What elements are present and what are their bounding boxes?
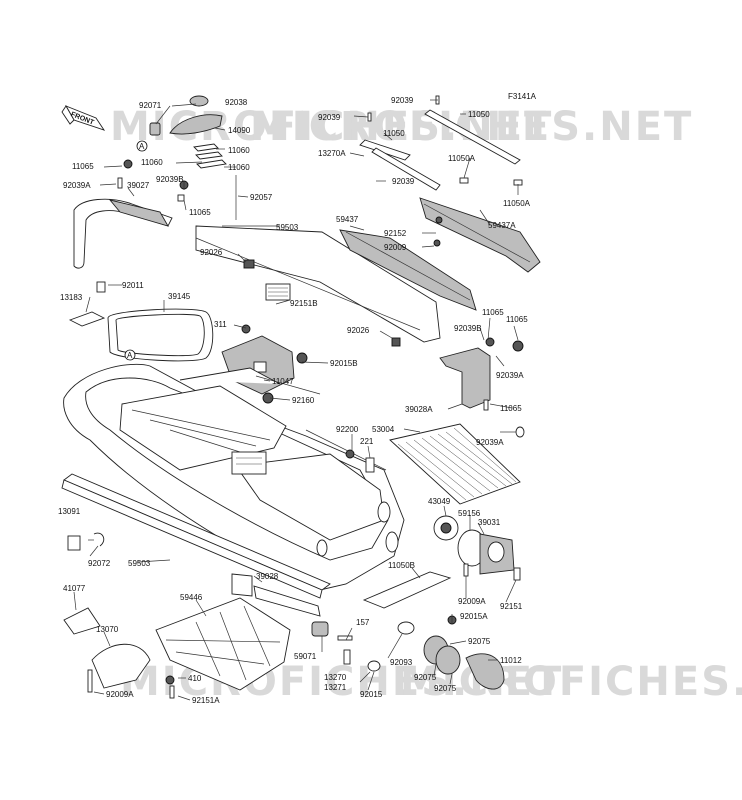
part-label: 59446	[180, 593, 203, 602]
part-label: 92075	[434, 684, 457, 693]
svg-text:A: A	[127, 351, 133, 360]
part-label: 92039A	[63, 181, 91, 190]
part-label: 92057	[250, 193, 273, 202]
reboarding-step	[439, 337, 525, 438]
part-label: 11065	[72, 162, 94, 171]
part-label: 92151	[500, 602, 523, 611]
intake-grate	[63, 597, 291, 699]
handle-pole-assembly	[68, 95, 237, 362]
ref-marker-a-hull: A	[124, 349, 136, 361]
part-label: 59156	[458, 509, 481, 518]
part-label: 92151A	[192, 696, 220, 705]
part-label: 11065	[506, 315, 528, 324]
part-label: 410	[188, 674, 202, 683]
bottom-center-hardware	[311, 621, 415, 672]
part-label: 11065	[482, 308, 504, 317]
part-label: 92093	[390, 658, 413, 667]
part-label: 92151B	[290, 299, 318, 308]
bracket-assembly	[221, 324, 308, 395]
part-label: 92039B	[156, 175, 184, 184]
part-label: 92075	[414, 673, 437, 682]
part-label: 11050	[468, 110, 490, 119]
part-label: 11065	[500, 404, 522, 413]
part-label: 39028A	[405, 405, 433, 414]
part-label: 92152	[384, 229, 407, 238]
part-label: 39027	[127, 181, 150, 190]
part-label: 92011	[122, 281, 144, 290]
part-label: 92075	[468, 637, 491, 646]
rear-components	[362, 515, 521, 690]
part-label: 92009A	[106, 690, 134, 699]
part-label: 92200	[336, 425, 359, 434]
hull-body	[63, 363, 405, 591]
watermark-top-right: MICROFICHES.NET	[250, 104, 693, 150]
lower-strips	[61, 473, 331, 617]
part-label: 11060	[228, 146, 250, 155]
center-hardware	[262, 392, 375, 473]
part-label: 13270A	[318, 149, 346, 158]
part-label: 11060	[141, 158, 163, 167]
part-label: 92072	[88, 559, 111, 568]
part-label: 92160	[292, 396, 315, 405]
part-label: 59437A	[488, 221, 516, 230]
svg-text:A: A	[139, 142, 145, 151]
part-label: 11050A	[448, 154, 476, 163]
rail-assembly	[339, 95, 541, 311]
figure-code: F3141A	[508, 92, 537, 101]
part-label: 59071	[294, 652, 317, 661]
part-label: 11060	[228, 163, 250, 172]
part-label: 11050A	[503, 199, 531, 208]
part-label: 311	[214, 320, 227, 329]
part-label: 92039	[391, 96, 414, 105]
rubber-strip-top	[195, 225, 441, 347]
part-label: 92026	[200, 248, 223, 257]
mat-ribs	[397, 427, 517, 501]
footrest-mat	[389, 423, 521, 505]
part-label: 92071	[139, 101, 162, 110]
leader-lines	[73, 99, 519, 701]
part-label: 53004	[372, 425, 395, 434]
part-labels: 92071 92038 14090 11060 11060 11060 1106…	[58, 96, 531, 705]
part-label: 13270	[324, 673, 347, 682]
part-label: 92039A	[496, 371, 524, 380]
part-label: 92039	[318, 113, 341, 122]
hatch-pad	[265, 283, 291, 301]
part-label: 92009A	[458, 597, 486, 606]
part-label: 92039	[392, 177, 415, 186]
part-label: 43049	[428, 497, 451, 506]
part-label: 92015B	[330, 359, 358, 368]
part-label: 11050	[383, 129, 405, 138]
part-label: 59503	[128, 559, 151, 568]
grate-bars	[165, 605, 281, 681]
part-label: 13271	[324, 683, 347, 692]
ref-marker-a-top: A	[136, 140, 148, 152]
part-label: 221	[360, 437, 374, 446]
part-label: 13070	[96, 625, 119, 634]
part-label: 11047	[272, 377, 294, 386]
part-label: 92039A	[476, 438, 504, 447]
part-label: 11065	[189, 208, 211, 217]
part-label: 11012	[500, 656, 522, 665]
part-label: 92039B	[454, 324, 482, 333]
part-label: 39031	[478, 518, 501, 527]
part-label: 59437	[336, 215, 359, 224]
part-label: 92009	[384, 243, 407, 252]
part-label: 11050B	[388, 561, 415, 570]
part-label: 41077	[63, 584, 86, 593]
part-label: 157	[356, 618, 370, 627]
part-label: 92026	[347, 326, 370, 335]
part-label: 92015A	[460, 612, 488, 621]
front-arrow-icon: FRONT	[61, 105, 106, 131]
part-label: 92015	[360, 690, 383, 699]
part-label: 92038	[225, 98, 248, 107]
part-label: 14090	[228, 126, 251, 135]
part-label: 13091	[58, 507, 81, 516]
part-label: 13183	[60, 293, 83, 302]
part-label: 59503	[276, 223, 299, 232]
part-label: 39028	[256, 572, 279, 581]
part-label: 39145	[168, 292, 191, 301]
